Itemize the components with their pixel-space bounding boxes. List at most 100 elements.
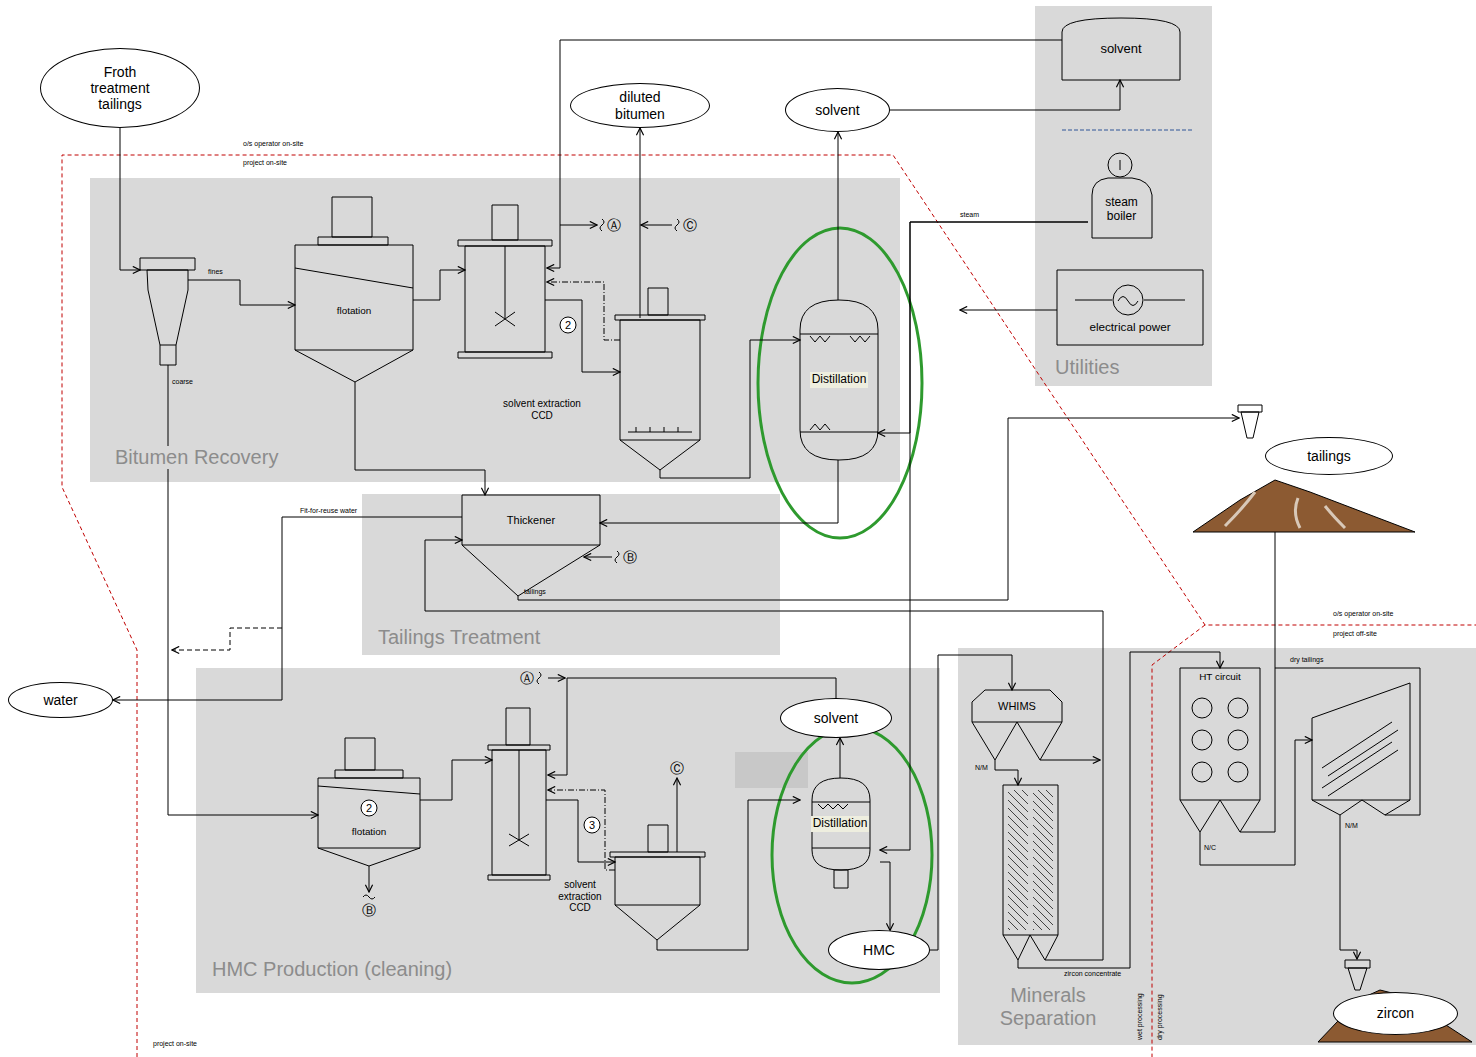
power-box — [1057, 270, 1203, 345]
flow-connector — [657, 800, 800, 950]
cyclone — [1345, 960, 1370, 990]
flow-connector — [880, 862, 890, 931]
dry-tailings-line — [1275, 668, 1420, 815]
flow-connector — [113, 517, 462, 700]
offpage-connector: Ⓑ — [623, 550, 637, 564]
callout-number: 3 — [589, 820, 595, 831]
node-label: Thickener — [507, 514, 555, 527]
boundary-note: project on-site — [243, 159, 287, 167]
whims-separator: WHIMS — [972, 690, 1062, 722]
node-label: electrical power — [1057, 320, 1203, 333]
flow-connector — [600, 460, 838, 523]
flotation-cell: flotation — [295, 245, 413, 382]
zircon-concentrate-line — [1018, 652, 1220, 968]
generator-symbol — [1113, 285, 1143, 315]
product-oval: solvent — [785, 88, 890, 132]
power-line — [960, 310, 1057, 311]
ccd-vessel-shape — [615, 288, 705, 470]
flow-connector — [930, 655, 1012, 950]
highlight-ellipse — [772, 727, 932, 983]
highlight-ellipse — [758, 228, 922, 538]
nonmag-line — [995, 760, 1018, 785]
recycle-line — [548, 790, 615, 870]
ccd-vessel: solvent extraction CCD — [620, 318, 700, 470]
area-heading: Bitumen Recovery — [115, 446, 278, 469]
tailings-line — [518, 418, 1239, 600]
solvent-recycle-line — [548, 678, 836, 775]
ht-roll — [1228, 698, 1248, 718]
conductor-line — [1200, 740, 1312, 865]
stream-label: coarse — [172, 378, 193, 386]
stream-label: N/C — [1204, 844, 1216, 852]
offpage-squiggle — [537, 672, 541, 684]
boiler-shape — [1092, 160, 1152, 238]
ht-roll — [1228, 730, 1248, 750]
separator-shape — [1312, 683, 1410, 815]
stream-label: N/M — [1345, 822, 1358, 830]
column-shape — [800, 300, 878, 460]
boundary-note: project on-site — [153, 1040, 197, 1048]
slurry-line — [545, 300, 620, 372]
node-label: flotation — [295, 305, 413, 316]
ht-roll — [1192, 698, 1212, 718]
node-label: solvent — [815, 102, 859, 118]
mixer-tank — [458, 205, 552, 358]
stream-label: Fit-for-reuse water — [300, 507, 357, 515]
flow-connector — [640, 128, 641, 318]
boundary-note: wet processing — [1136, 993, 1144, 1040]
site-boundary — [62, 155, 1476, 1057]
ht-roll — [1228, 762, 1248, 782]
node-label: diluted bitumen — [605, 89, 675, 121]
flow-connector — [880, 222, 1088, 850]
offpage-line — [548, 678, 565, 679]
distillation-column: Distillation — [800, 300, 878, 460]
offpage-line — [369, 866, 370, 892]
callout-number: 2 — [366, 803, 372, 814]
cyclone — [1238, 405, 1262, 438]
cyclone — [140, 258, 195, 365]
area-heading: Minerals Separation — [988, 984, 1108, 1030]
offpage-line — [584, 557, 612, 558]
boundary-note: o/s operator on-site — [1333, 610, 1393, 618]
feed-line — [120, 128, 140, 270]
ht-roll — [1192, 762, 1212, 782]
offpage-squiggle — [363, 895, 375, 899]
utilities-area: Utilitiessolventsteam boilerelectrical p… — [1035, 6, 1212, 386]
mixer-tank — [488, 708, 550, 880]
flotation-cell: flotation — [318, 778, 420, 866]
feed-oval: Froth treatment tailings — [40, 48, 200, 128]
mag-line — [1040, 760, 1100, 761]
distillation-column: Distillation — [800, 778, 880, 870]
area-heading: HMC Production (cleaning) — [212, 958, 452, 981]
product-oval: diluted bitumen — [570, 83, 710, 128]
boundary-note: o/s operator on-site — [243, 140, 303, 148]
node-label: HT circuit — [1180, 671, 1260, 682]
spiral-shape — [1003, 785, 1058, 960]
ccd-vessel: solvent extraction CCD — [615, 855, 700, 940]
middlings-line — [1045, 960, 1103, 961]
ht-circuit: HT circuit — [1180, 668, 1260, 800]
flotation-cell-shape — [318, 738, 420, 866]
node-label: solvent — [1100, 42, 1141, 57]
steam-boiler: steam boiler — [1088, 182, 1155, 238]
flow-connector — [838, 132, 839, 300]
offpage-squiggle — [600, 219, 604, 231]
product-oval: zircon — [1333, 992, 1458, 1035]
tailings-pile — [1193, 480, 1415, 532]
product-oval: water — [8, 682, 113, 718]
process-area: Minerals Separation WHIMS HT circuit zircon — [958, 648, 1476, 1045]
offpage-line — [560, 225, 597, 226]
process-area: HMC Production (cleaning) flotation solven… — [196, 668, 940, 993]
product-oval: tailings — [1265, 437, 1393, 475]
boundary-note: dry processing — [1156, 994, 1164, 1040]
whims-shape — [972, 690, 1062, 760]
offpage-connector: Ⓐ — [520, 671, 534, 685]
flow-connector — [890, 80, 1120, 110]
node-label: water — [43, 692, 77, 708]
node-label: steam boiler — [1097, 196, 1147, 224]
node-label: Froth treatment tailings — [85, 64, 155, 112]
solvent-tank: solvent — [1062, 18, 1180, 80]
boiler-gauge — [1108, 153, 1132, 177]
offpage-connector: Ⓒ — [683, 218, 697, 232]
flow-connector — [878, 222, 1088, 433]
